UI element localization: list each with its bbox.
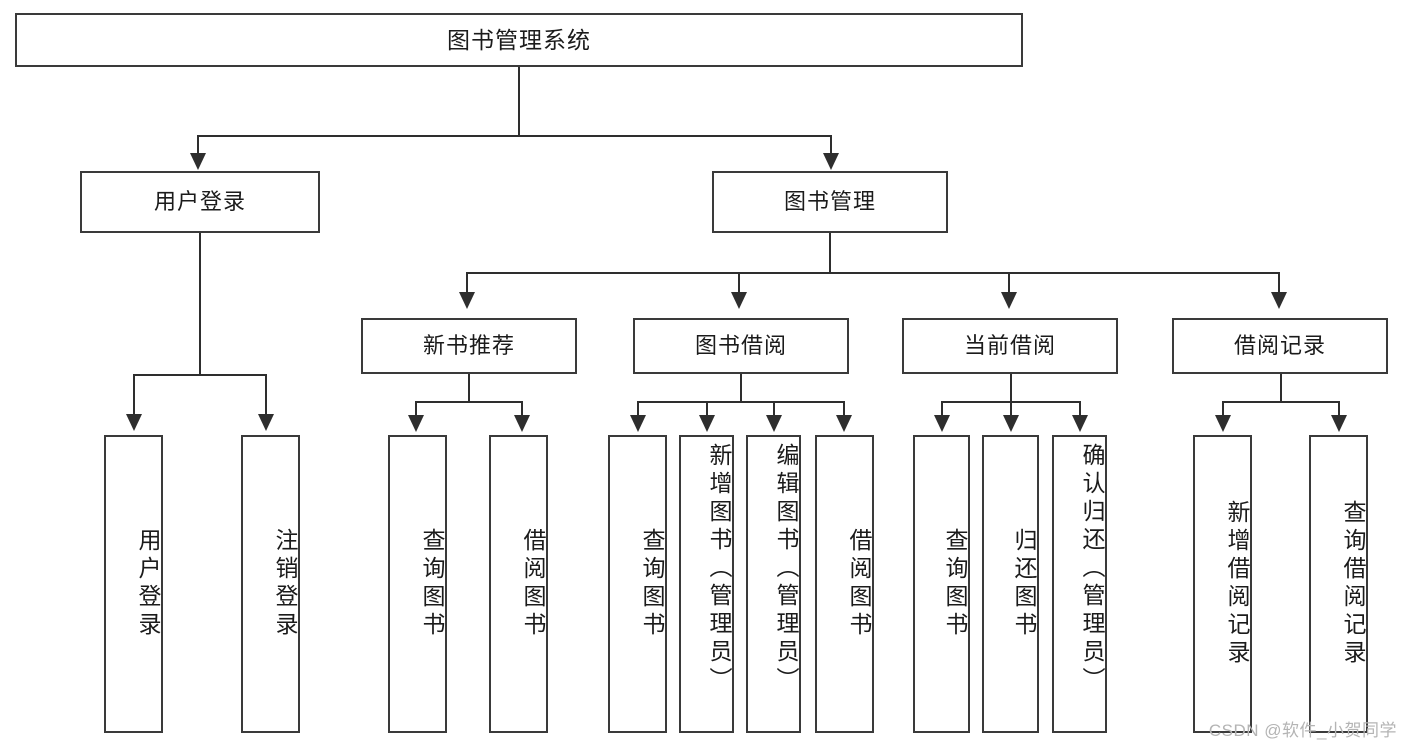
arrowhead-leaf-borrow-book-2 xyxy=(836,415,852,432)
connector-book-manage-bus xyxy=(466,272,1280,274)
connector-borrow-record-bus xyxy=(1222,401,1339,403)
node-leaf-edit-book-label: 编辑图书（管理员） xyxy=(773,443,799,695)
connector-br-c2 xyxy=(1338,401,1340,417)
connector-user-login-bus xyxy=(133,374,266,376)
node-leaf-edit-book[interactable]: 编辑图书（管理员） xyxy=(746,435,801,733)
arrowhead-current-borrow xyxy=(1001,292,1017,309)
connector-to-book-borrow xyxy=(738,272,740,294)
connector-root-to-book-manage xyxy=(830,135,832,155)
node-leaf-add-record-label: 新增借阅记录 xyxy=(1224,500,1250,668)
connector-bb-c2 xyxy=(706,401,708,417)
connector-cb-c2 xyxy=(1010,401,1012,417)
node-user-login[interactable]: 用户登录 xyxy=(80,171,320,233)
arrowhead-borrow-record xyxy=(1271,292,1287,309)
connector-cb-c1 xyxy=(941,401,943,417)
connector-br-c1 xyxy=(1222,401,1224,417)
connector-borrow-record-stem xyxy=(1280,374,1282,402)
node-leaf-confirm-return[interactable]: 确认归还（管理员） xyxy=(1052,435,1107,733)
node-leaf-borrow-book-1-label: 借阅图书 xyxy=(520,528,546,640)
node-leaf-query-book-2[interactable]: 查询图书 xyxy=(608,435,667,733)
connector-root-bus xyxy=(197,135,832,137)
connector-to-borrow-record xyxy=(1278,272,1280,294)
node-leaf-add-book-label: 新增图书（管理员） xyxy=(706,443,732,695)
arrowhead-leaf-edit-book xyxy=(766,415,782,432)
node-leaf-return-book-label: 归还图书 xyxy=(1011,528,1037,640)
node-leaf-logout-label: 注销登录 xyxy=(272,528,298,640)
arrowhead-leaf-borrow-book-1 xyxy=(514,415,530,432)
node-new-book-rec[interactable]: 新书推荐 xyxy=(361,318,577,374)
connector-book-borrow-stem xyxy=(740,374,742,402)
connector-root-stem xyxy=(518,66,520,136)
connector-bb-c3 xyxy=(773,401,775,417)
node-leaf-query-book-3-label: 查询图书 xyxy=(942,528,968,640)
connector-bb-c4 xyxy=(843,401,845,417)
connector-to-current-borrow xyxy=(1008,272,1010,294)
node-borrow-record[interactable]: 借阅记录 xyxy=(1172,318,1388,374)
connector-new-book-rec-bus xyxy=(415,401,522,403)
node-current-borrow[interactable]: 当前借阅 xyxy=(902,318,1118,374)
node-leaf-user-login-label: 用户登录 xyxy=(135,528,161,640)
connector-book-borrow-bus xyxy=(637,401,845,403)
node-new-book-rec-label: 新书推荐 xyxy=(422,333,515,359)
arrowhead-book-borrow xyxy=(731,292,747,309)
node-borrow-record-label: 借阅记录 xyxy=(1233,333,1326,359)
arrowhead-leaf-query-book-1 xyxy=(408,415,424,432)
arrowhead-leaf-query-book-3 xyxy=(934,415,950,432)
node-leaf-add-record[interactable]: 新增借阅记录 xyxy=(1193,435,1252,733)
connector-nbr-c2 xyxy=(521,401,523,417)
arrowhead-leaf-logout xyxy=(258,414,274,431)
connector-cb-c3 xyxy=(1079,401,1081,417)
connector-root-to-user-login xyxy=(197,135,199,155)
node-leaf-logout[interactable]: 注销登录 xyxy=(241,435,300,733)
node-leaf-borrow-book-2-label: 借阅图书 xyxy=(846,528,872,640)
node-leaf-query-record[interactable]: 查询借阅记录 xyxy=(1309,435,1368,733)
node-leaf-query-book-1[interactable]: 查询图书 xyxy=(388,435,447,733)
connector-to-new-book-rec xyxy=(466,272,468,294)
arrowhead-leaf-add-book xyxy=(699,415,715,432)
connector-bb-c1 xyxy=(637,401,639,417)
node-leaf-query-book-3[interactable]: 查询图书 xyxy=(913,435,970,733)
arrowhead-leaf-return-book xyxy=(1003,415,1019,432)
node-root[interactable]: 图书管理系统 xyxy=(15,13,1023,67)
node-leaf-user-login[interactable]: 用户登录 xyxy=(104,435,163,733)
arrowhead-new-book-rec xyxy=(459,292,475,309)
connector-user-login-stem xyxy=(199,233,201,375)
node-book-borrow[interactable]: 图书借阅 xyxy=(633,318,849,374)
connector-user-login-right xyxy=(265,374,267,416)
arrowhead-leaf-query-book-2 xyxy=(630,415,646,432)
node-book-manage[interactable]: 图书管理 xyxy=(712,171,948,233)
connector-book-manage-stem xyxy=(829,233,831,273)
connector-user-login-left xyxy=(133,374,135,416)
node-book-manage-label: 图书管理 xyxy=(783,189,876,215)
arrowhead-root-to-user-login xyxy=(190,153,206,170)
node-root-label: 图书管理系统 xyxy=(447,26,591,53)
node-leaf-query-record-label: 查询借阅记录 xyxy=(1340,500,1366,668)
connector-nbr-c1 xyxy=(415,401,417,417)
arrowhead-leaf-user-login xyxy=(126,414,142,431)
connector-current-borrow-stem xyxy=(1010,374,1012,402)
node-leaf-borrow-book-1[interactable]: 借阅图书 xyxy=(489,435,548,733)
node-user-login-label: 用户登录 xyxy=(153,189,246,215)
node-leaf-return-book[interactable]: 归还图书 xyxy=(982,435,1039,733)
arrowhead-leaf-confirm-return xyxy=(1072,415,1088,432)
node-leaf-confirm-return-label: 确认归还（管理员） xyxy=(1079,443,1105,695)
connector-new-book-rec-stem xyxy=(468,374,470,402)
arrowhead-root-to-book-manage xyxy=(823,153,839,170)
node-current-borrow-label: 当前借阅 xyxy=(963,333,1056,359)
arrowhead-leaf-query-record xyxy=(1331,415,1347,432)
node-book-borrow-label: 图书借阅 xyxy=(694,333,787,359)
node-leaf-query-book-2-label: 查询图书 xyxy=(639,528,665,640)
node-leaf-query-book-1-label: 查询图书 xyxy=(419,528,445,640)
node-leaf-borrow-book-2[interactable]: 借阅图书 xyxy=(815,435,874,733)
node-leaf-add-book[interactable]: 新增图书（管理员） xyxy=(679,435,734,733)
arrowhead-leaf-add-record xyxy=(1215,415,1231,432)
